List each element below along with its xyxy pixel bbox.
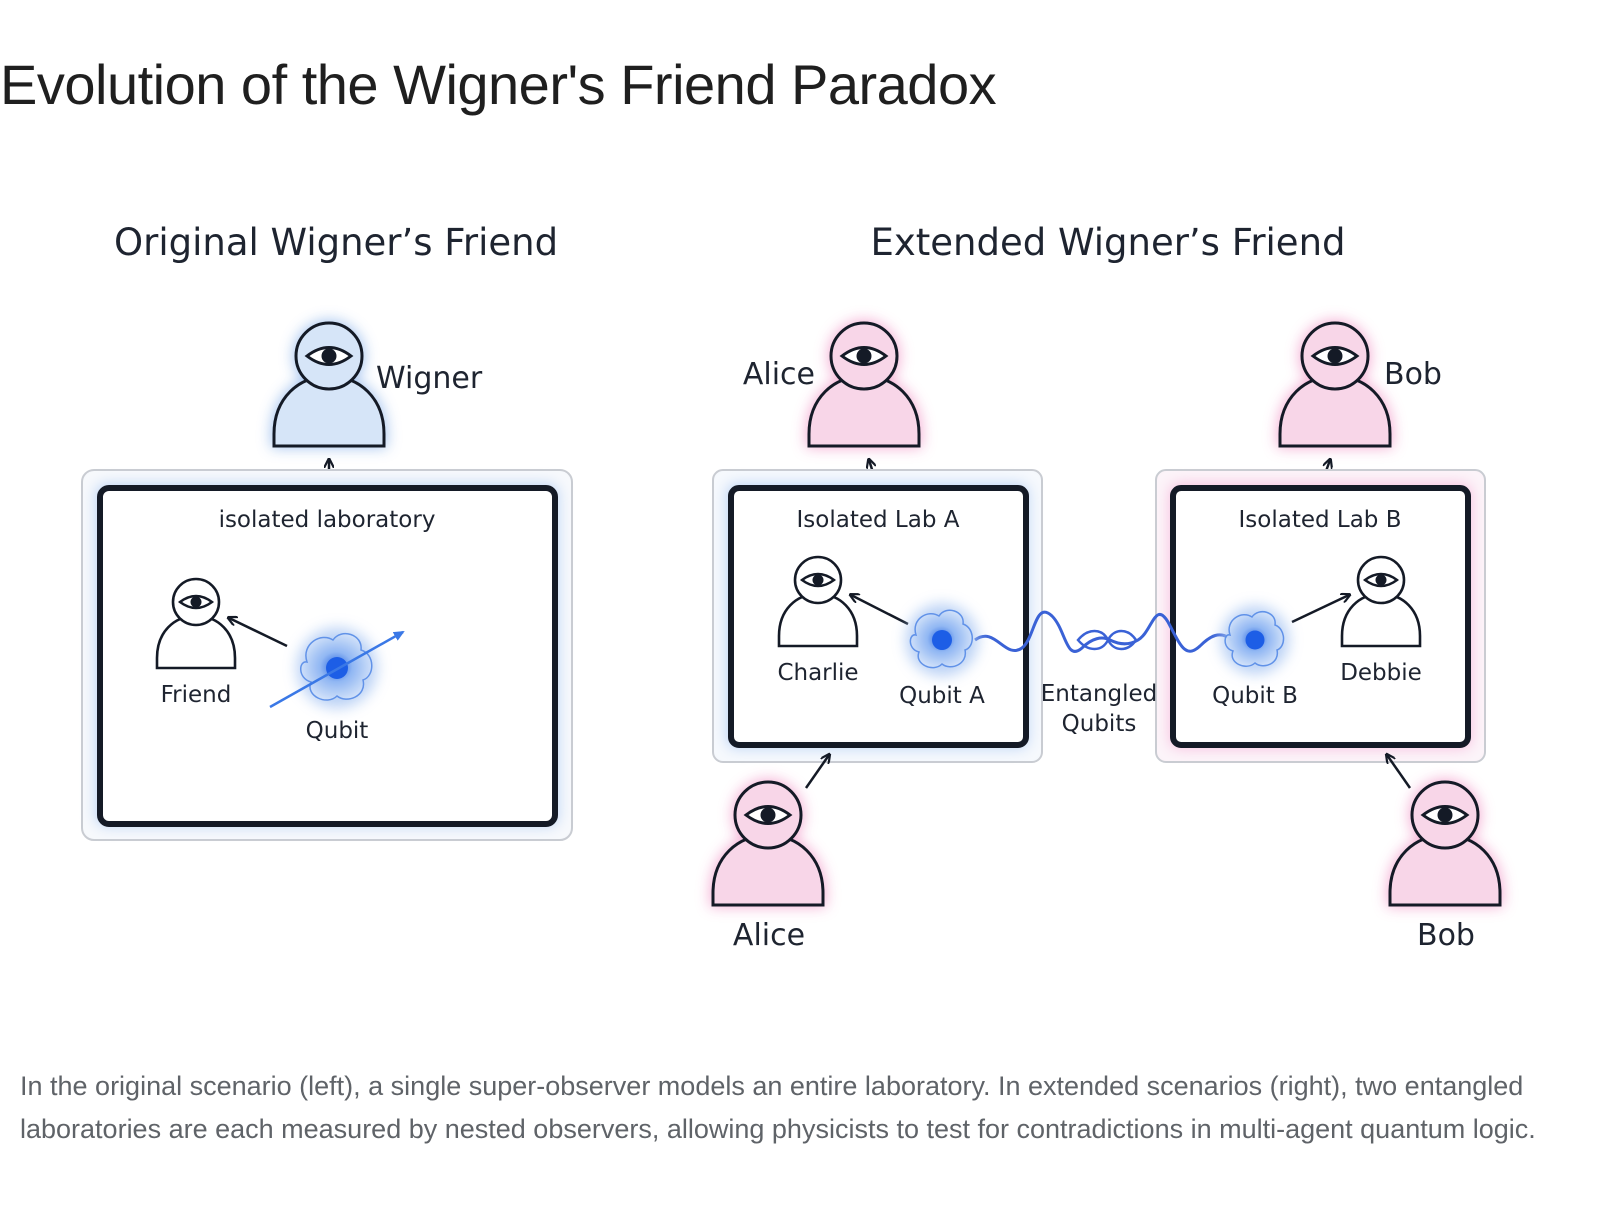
arrow-icon xyxy=(229,618,288,648)
arrow-icon xyxy=(269,630,405,709)
eye-icon xyxy=(1310,346,1360,366)
isolated-lab-a xyxy=(728,485,1029,748)
bob-top-observer xyxy=(1277,320,1393,448)
friend-label: Friend xyxy=(161,682,232,708)
eye-icon xyxy=(1420,805,1470,825)
qubit-b-label: Qubit B xyxy=(1212,683,1298,709)
arrow-icon xyxy=(1387,755,1412,789)
friend-observer xyxy=(155,577,237,670)
page-title: Evolution of the Wigner's Friend Paradox xyxy=(0,53,997,116)
qubit-cloud-icon xyxy=(1221,606,1289,674)
bob-top-label: Bob xyxy=(1384,357,1442,392)
arrow-icon xyxy=(1291,595,1349,624)
wigner-observer xyxy=(271,320,387,448)
alice-top-observer xyxy=(806,320,922,448)
bob-bottom-observer xyxy=(1387,779,1503,907)
qubit-cloud-icon xyxy=(906,604,978,676)
wigner-label: Wigner xyxy=(376,361,483,396)
wigner-diagram: Original Wigner’s Friend Wigner isolated… xyxy=(81,221,1503,953)
figure-caption: In the original scenario (left), a singl… xyxy=(20,1071,1536,1144)
alice-bottom-label: Alice xyxy=(733,918,805,953)
lab-label: isolated laboratory xyxy=(219,507,436,533)
eye-icon xyxy=(1362,572,1400,588)
eye-icon xyxy=(839,346,889,366)
debbie-observer xyxy=(1340,555,1422,648)
alice-top-label: Alice xyxy=(743,357,815,392)
entangled-label-line2: Qubits xyxy=(1062,711,1137,737)
arrow-icon xyxy=(804,755,829,789)
extended-heading: Extended Wigner’s Friend xyxy=(870,221,1345,264)
isolated-lab-b xyxy=(1170,485,1471,748)
eye-icon xyxy=(743,805,793,825)
eye-icon xyxy=(304,346,354,366)
entangled-label-line1: Entangled xyxy=(1041,681,1158,707)
original-heading: Original Wigner’s Friend xyxy=(114,221,558,264)
lab-b-label: Isolated Lab B xyxy=(1239,507,1402,533)
qubit-label: Qubit xyxy=(306,718,369,744)
eye-icon xyxy=(799,572,837,588)
charlie-observer xyxy=(777,555,859,648)
eye-icon xyxy=(177,594,215,610)
arrow-icon xyxy=(851,595,909,626)
qubit-a-label: Qubit A xyxy=(899,683,985,709)
charlie-label: Charlie xyxy=(777,660,858,686)
alice-bottom-observer xyxy=(710,779,826,907)
entanglement-wave-icon xyxy=(974,610,1233,653)
debbie-label: Debbie xyxy=(1340,660,1422,686)
bob-bottom-label: Bob xyxy=(1417,918,1475,953)
lab-a-label: Isolated Lab A xyxy=(797,507,960,533)
